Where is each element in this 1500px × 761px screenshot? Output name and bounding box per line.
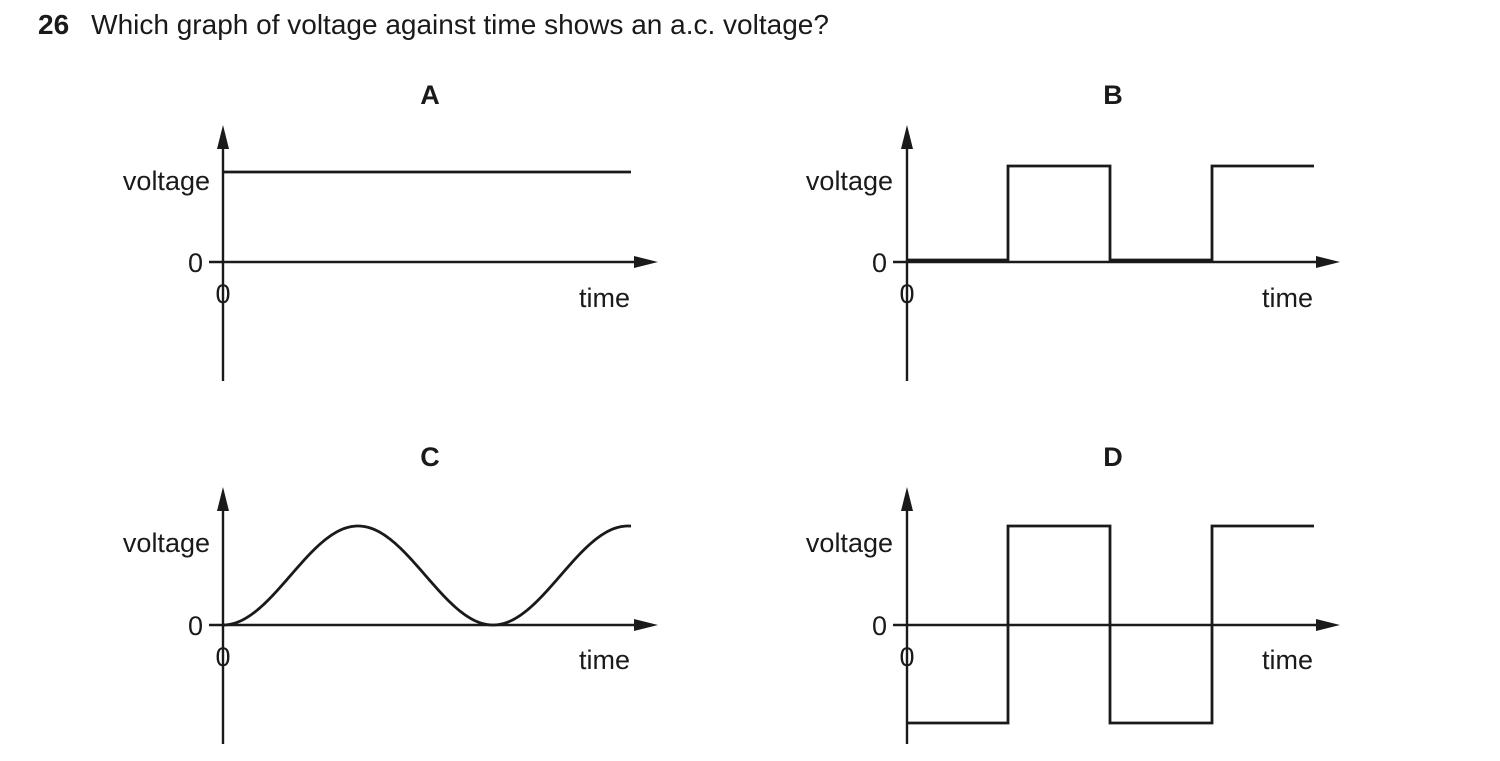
graph-a: A voltage 0 0 time (123, 80, 658, 381)
voltage-axis-arrow (901, 125, 913, 149)
waveform-trace (222, 524, 632, 627)
graph-c: C voltage 0 0 time (123, 442, 658, 744)
voltage-axis-arrow (901, 487, 913, 511)
time-axis-label: time (1262, 645, 1313, 675)
graph-b: B voltage 0 0 time (806, 80, 1340, 381)
voltage-axis-label: voltage (123, 528, 210, 558)
time-axis-arrow (634, 256, 658, 268)
voltage-axis-label: voltage (123, 166, 210, 196)
origin-x-label: 0 (899, 279, 914, 309)
option-label-d: D (1103, 442, 1123, 472)
waveform-trace (907, 164, 1314, 262)
time-axis-arrow (1316, 256, 1340, 268)
origin-y-label: 0 (872, 611, 887, 641)
time-axis-arrow (1316, 619, 1340, 631)
voltage-axis-arrow (217, 125, 229, 149)
voltage-axis-label: voltage (806, 528, 893, 558)
question-stem: 26 Which graph of voltage against time sh… (38, 8, 829, 42)
voltage-axis-label: voltage (806, 166, 893, 196)
option-label-a: A (420, 80, 440, 110)
question-text: Which graph of voltage against time show… (91, 9, 829, 40)
origin-y-label: 0 (872, 248, 887, 278)
voltage-axis-arrow (217, 487, 229, 511)
time-axis-label: time (579, 645, 630, 675)
time-axis-label: time (1262, 283, 1313, 313)
waveform-trace (907, 524, 1314, 725)
origin-x-label: 0 (215, 279, 230, 309)
origin-y-label: 0 (188, 611, 203, 641)
option-label-b: B (1103, 80, 1123, 110)
option-label-c: C (420, 442, 440, 472)
question-number: 26 (38, 9, 70, 40)
origin-x-label: 0 (899, 642, 914, 672)
origin-x-label: 0 (215, 642, 230, 672)
time-axis-arrow (634, 619, 658, 631)
time-axis-label: time (579, 283, 630, 313)
origin-y-label: 0 (188, 248, 203, 278)
graph-d: D voltage 0 0 time (806, 442, 1340, 744)
